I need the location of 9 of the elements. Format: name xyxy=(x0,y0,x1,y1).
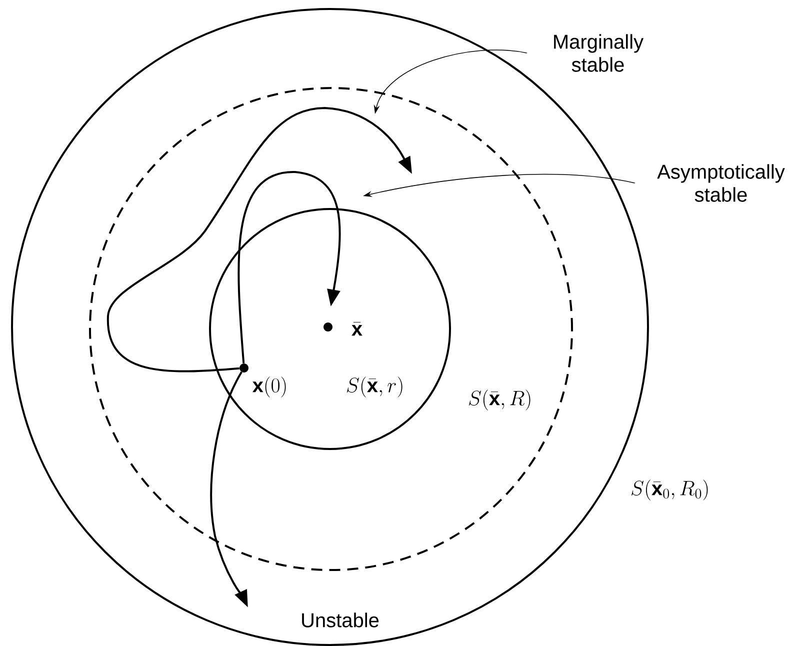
trajectory-arrow xyxy=(107,107,412,372)
point-label: $\mathbf{x}(0)$ xyxy=(252,376,286,398)
text-label: Asymptotically stable xyxy=(657,164,785,202)
point-dot xyxy=(240,364,248,372)
text-label: Unstable xyxy=(302,612,379,628)
trajectory-arrow xyxy=(238,171,341,364)
point-dot xyxy=(324,322,332,332)
text-label: Marginally stable xyxy=(554,34,644,72)
point-label: $\bar{\mathbf{x}}$ xyxy=(352,322,362,336)
